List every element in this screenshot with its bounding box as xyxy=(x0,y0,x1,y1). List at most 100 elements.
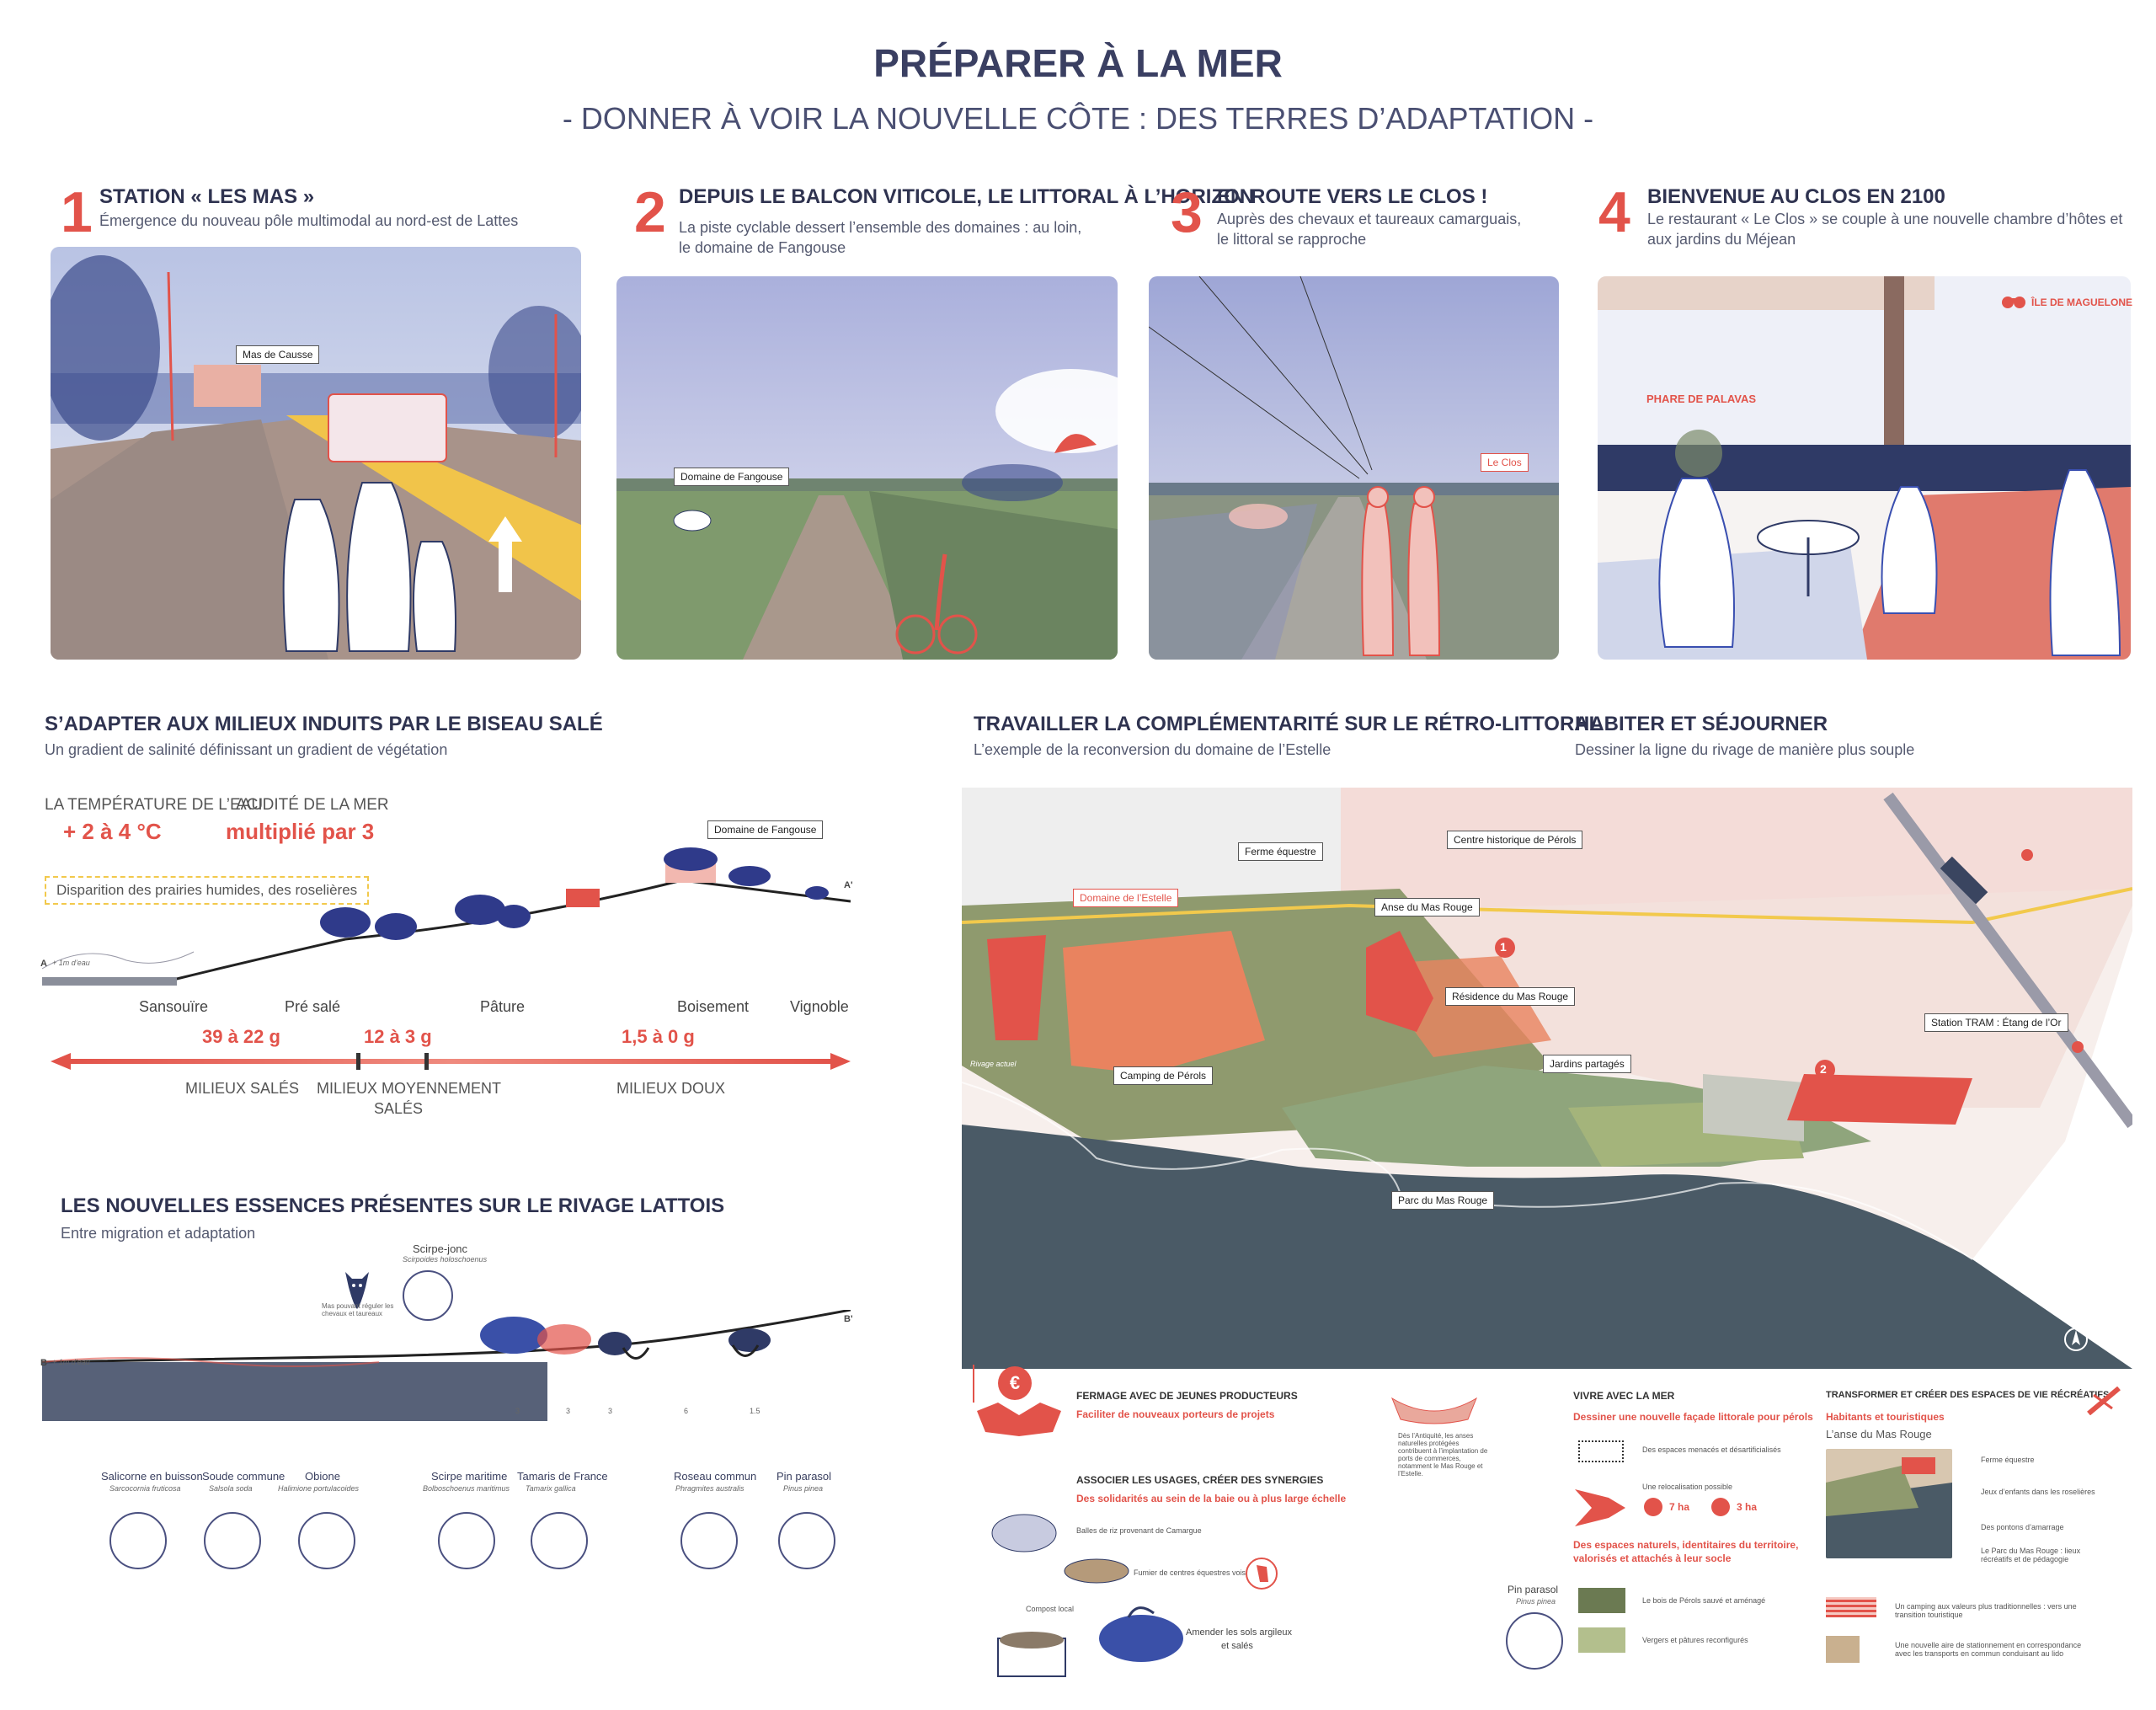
scirpe-jonc-icon xyxy=(403,1270,453,1321)
plant-3-latin: Halimione portulacoides xyxy=(278,1484,360,1493)
label-jardins-partages: Jardins partagés xyxy=(1543,1055,1631,1073)
step-4-number: 4 xyxy=(1598,180,1630,244)
transform-title: TRANSFORMER ET CRÉER DES ESPACES DE VIE … xyxy=(1826,1390,2110,1400)
milieux-doux: MILIEUX DOUX xyxy=(616,1080,726,1097)
dim-2: 3 xyxy=(566,1407,571,1415)
parking-note: Une nouvelle aire de stationnement en co… xyxy=(1895,1641,2082,1658)
transform-item-pontons: Des pontons d’amarrage xyxy=(1981,1523,2064,1531)
usage-title: ASSOCIER LES USAGES, CRÉER DES SYNERGIES xyxy=(1076,1474,1324,1486)
salinity-gradient-arrow xyxy=(51,1051,851,1076)
acidity-label: ACIDITÉ DE LA MER xyxy=(236,796,389,814)
zone-vignoble: Vignoble xyxy=(790,998,849,1015)
manure-icon xyxy=(1063,1550,1130,1588)
species-section-profile xyxy=(41,1308,851,1440)
usage-item-compost: Compost local xyxy=(1026,1605,1075,1613)
boat-note: Dès l’Antiquité, les anses naturelles pr… xyxy=(1398,1432,1488,1478)
water-note-a: + 1m d’eau xyxy=(52,959,90,967)
threatened-swatch xyxy=(1578,1440,1624,1462)
step-4-illustration xyxy=(1598,276,2131,660)
label-rivage-actuel: Rivage actuel xyxy=(970,1060,1017,1068)
zone-boisement: Boisement xyxy=(677,998,750,1015)
step-3-illustration xyxy=(1149,276,1559,660)
live-title: VIVRE AVEC LA MER xyxy=(1573,1390,1675,1402)
bull-note: Mas pouvant réguler les chevaux et taure… xyxy=(322,1302,394,1317)
water-note-b: + 1m d’eau xyxy=(52,1358,90,1366)
plant-4-latin: Bolboschoenus maritimus xyxy=(423,1484,510,1493)
plant-6-name: Roseau commun xyxy=(674,1470,757,1483)
scirpe-maritime-icon xyxy=(438,1512,495,1569)
zone-sansouire: Sansouïre xyxy=(139,998,209,1015)
label-domaine-estelle: Domaine de l’Estelle xyxy=(1073,889,1179,907)
map-subtitle: L’exemple de la reconversion du domaine … xyxy=(974,741,1331,758)
zone-pature: Pâture xyxy=(480,998,526,1015)
tamaris-icon xyxy=(531,1512,588,1569)
step-3-subtitle-line2: le littoral se rapproche xyxy=(1217,231,1367,248)
usage-item-amender-2: et salés xyxy=(1221,1641,1253,1651)
usage-item-rice: Balles de riz provenant de Camargue xyxy=(1076,1526,1202,1535)
milieux-moyennement: MILIEUX MOYENNEMENT xyxy=(317,1080,502,1097)
step-1-number: 1 xyxy=(61,180,93,244)
live-item-threatened: Des espaces menacés et désartificialisés xyxy=(1642,1445,1781,1454)
handshake-icon xyxy=(977,1398,1061,1440)
habiter-subtitle: Dessiner la ligne du rivage de manière p… xyxy=(1575,741,1915,758)
salicorne-icon xyxy=(109,1512,167,1569)
nat-title: Des espaces naturels, identitaires du te… xyxy=(1573,1539,1799,1564)
callout-mas-de-causse: Mas de Causse xyxy=(236,345,320,364)
point-a: A xyxy=(40,959,47,969)
step-2-subtitle-line2: le domaine de Fangouse xyxy=(679,239,846,256)
live-item-3ha: 3 ha xyxy=(1737,1501,1758,1513)
acidity-value: multiplié par 3 xyxy=(226,819,375,844)
plant-5-latin: Tamarix gallica xyxy=(526,1484,576,1493)
map-marker-2: 2 xyxy=(1820,1062,1827,1076)
dim-4: 6 xyxy=(684,1407,689,1415)
label-station-tram: Station TRAM : Étang de l’Or xyxy=(1924,1013,2068,1032)
marker-1-icon xyxy=(1644,1498,1662,1516)
habiter-title: HABITER ET SÉJOURNER xyxy=(1575,713,1828,735)
marker-2-icon xyxy=(1711,1498,1730,1516)
horse-head-icon xyxy=(1245,1557,1278,1595)
salinity-value-2: 12 à 3 g xyxy=(364,1026,432,1047)
roseau-icon xyxy=(680,1512,738,1569)
plant-5-name: Tamaris de France xyxy=(517,1470,608,1483)
pin-parasol-icon xyxy=(778,1512,835,1569)
relocation-arrow-icon xyxy=(1575,1489,1625,1531)
farm-subtitle: Faciliter de nouveaux porteurs de projet… xyxy=(1076,1408,1275,1420)
plant-2-latin: Salsola soda xyxy=(209,1484,253,1493)
transform-item-jeux: Jeux d’enfants dans les roselières xyxy=(1981,1488,2095,1496)
page-subtitle: - DONNER À VOIR LA NOUVELLE CÔTE : DES T… xyxy=(562,101,1594,136)
usage-subtitle: Des solidarités au sein de la baie ou à … xyxy=(1076,1493,1347,1504)
callout-le-clos: Le Clos xyxy=(1481,453,1529,472)
live-item-7ha: 7 ha xyxy=(1669,1501,1690,1513)
bull-icon xyxy=(337,1264,377,1315)
callout-phare-de-palavas: PHARE DE PALAVAS xyxy=(1646,393,1757,405)
kayak-icon xyxy=(2087,1386,2121,1419)
vergers-swatch xyxy=(1578,1627,1625,1653)
farm-leader-line xyxy=(973,1365,974,1403)
top-plant-latin: Scirpoides holoschoenus xyxy=(403,1255,488,1264)
dashed-note: Disparition des prairies humides, des ro… xyxy=(45,876,370,905)
salinity-subtitle: Un gradient de salinité définissant un g… xyxy=(45,741,448,758)
transform-place: L’anse du Mas Rouge xyxy=(1826,1428,1932,1440)
species-title: LES NOUVELLES ESSENCES PRÉSENTES SUR LE … xyxy=(61,1194,725,1217)
transform-inset-map xyxy=(1826,1449,1952,1558)
step-2-number: 2 xyxy=(634,180,666,244)
step-1-title: STATION « LES MAS » xyxy=(99,185,315,208)
milieux-moyennement-2: SALÉS xyxy=(374,1100,424,1117)
plant-1-latin: Sarcocornia fruticosa xyxy=(109,1484,181,1493)
legend-pin-name: Pin parasol xyxy=(1508,1584,1559,1595)
soil-amend-icon xyxy=(1095,1600,1187,1672)
zone-pre-sale: Pré salé xyxy=(285,998,341,1015)
map-title: TRAVAILLER LA COMPLÉMENTARITÉ SUR LE RÉT… xyxy=(974,713,1602,735)
page-title: PRÉPARER À LA MER xyxy=(873,41,1283,85)
plant-7-latin: Pinus pinea xyxy=(783,1484,824,1493)
plant-4-name: Scirpe maritime xyxy=(431,1470,508,1483)
plant-3-name: Obione xyxy=(305,1470,340,1483)
soude-icon xyxy=(204,1512,261,1569)
transform-item-parc: Le Parc du Mas Rouge : lieux récréatifs … xyxy=(1981,1547,2081,1563)
euro-icon: € xyxy=(998,1366,1032,1400)
step-3-title: EN ROUTE VERS LE CLOS ! xyxy=(1217,185,1488,208)
step-1-subtitle: Émergence du nouveau pôle multimodal au … xyxy=(99,212,519,229)
usage-item-amender: Amender les sols argileux xyxy=(1186,1627,1292,1638)
plant-7-name: Pin parasol xyxy=(776,1470,832,1483)
step-2-subtitle-line1: La piste cyclable dessert l’ensemble des… xyxy=(679,219,1082,236)
